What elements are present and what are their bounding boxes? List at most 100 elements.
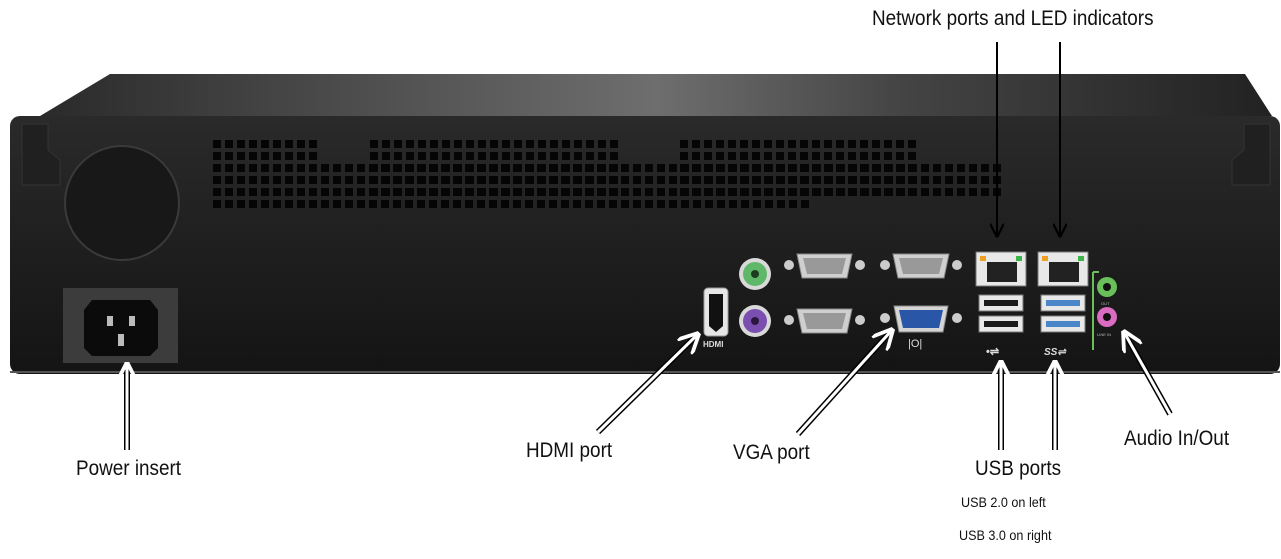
vga-arrow — [796, 330, 892, 436]
vent-slot — [777, 176, 785, 184]
vent-slot — [788, 140, 796, 148]
lan-port-2 — [1037, 251, 1089, 287]
vent-slot — [309, 152, 317, 160]
vent-slot — [752, 140, 760, 148]
vent-slot — [693, 188, 701, 196]
vent-slot — [969, 188, 977, 196]
vent-slot — [621, 188, 629, 196]
vent-slot — [525, 164, 533, 172]
led-green-icon — [1016, 256, 1022, 261]
label-usb: USB ports — [975, 457, 1062, 480]
vent-slot — [633, 176, 641, 184]
vent-slot — [824, 152, 832, 160]
usb3-ports: SS⇌ — [1040, 294, 1086, 358]
vent-slot — [417, 188, 425, 196]
vent-slot — [705, 164, 713, 172]
vent-slot — [465, 188, 473, 196]
vent-slot — [969, 164, 977, 172]
vent-slot — [800, 152, 808, 160]
serial-ports — [784, 253, 962, 334]
vent-slot — [465, 200, 473, 208]
vent-slot — [680, 152, 688, 160]
vent-slot — [598, 152, 606, 160]
callout-arrows — [127, 42, 1173, 450]
vent-slot — [897, 164, 905, 172]
vent-slot — [753, 188, 761, 196]
vent-slot — [872, 140, 880, 148]
vent-slot — [813, 188, 821, 196]
label-audio: Audio In/Out — [1124, 427, 1230, 450]
hdmi-port-opening — [709, 294, 723, 332]
vent-slot — [621, 200, 629, 208]
vent-slot — [633, 188, 641, 196]
audio-arrow — [1124, 332, 1172, 415]
vent-slot — [777, 200, 785, 208]
vent-slot — [728, 140, 736, 148]
vent-slot — [489, 176, 497, 184]
vent-slot — [981, 176, 989, 184]
vent-slot — [740, 140, 748, 148]
vent-slot — [526, 140, 534, 148]
vent-slot — [249, 176, 257, 184]
vent-slot — [429, 188, 437, 196]
vent-slot — [824, 140, 832, 148]
vent-slot — [645, 164, 653, 172]
vent-slot — [225, 188, 233, 196]
vent-slot — [609, 188, 617, 196]
vent-slot — [741, 164, 749, 172]
vent-slot — [382, 152, 390, 160]
right-mount-tab — [1231, 123, 1271, 186]
vent-slot — [729, 176, 737, 184]
power-inlet — [63, 288, 178, 363]
vent-slot — [729, 164, 737, 172]
vent-slot — [405, 164, 413, 172]
vent-slot — [610, 152, 618, 160]
vent-slot — [765, 200, 773, 208]
vent-slot — [490, 152, 498, 160]
vent-slot — [381, 200, 389, 208]
vent-slot — [789, 164, 797, 172]
vent-slot — [825, 164, 833, 172]
fan-grille — [64, 145, 180, 261]
vent-slot — [716, 140, 724, 148]
vga-port-connector — [899, 310, 943, 328]
vent-slot — [273, 164, 281, 172]
chassis-rear-face — [10, 116, 1280, 374]
vent-slot — [657, 200, 665, 208]
vent-slot — [225, 152, 233, 160]
vent-slot — [465, 164, 473, 172]
vent-slot — [836, 140, 844, 148]
vent-slot — [849, 188, 857, 196]
vent-slot — [333, 176, 341, 184]
vent-slot — [393, 188, 401, 196]
vent-slot — [237, 188, 245, 196]
vent-slot — [561, 200, 569, 208]
led-green-icon — [1078, 256, 1084, 261]
vent-slot — [453, 176, 461, 184]
vent-slot — [405, 176, 413, 184]
vent-slot — [417, 164, 425, 172]
label-network: Network ports and LED indicators — [872, 7, 1154, 30]
vent-slot — [813, 164, 821, 172]
vent-slot — [357, 164, 365, 172]
audio-out-mark: OUT — [1101, 301, 1110, 306]
vent-slot — [825, 188, 833, 196]
vent-slot — [285, 176, 293, 184]
vent-slot — [249, 152, 257, 160]
vent-slot — [454, 140, 462, 148]
vent-slot — [633, 164, 641, 172]
vent-slot — [753, 176, 761, 184]
vent-slot — [514, 140, 522, 148]
vent-slot — [609, 200, 617, 208]
vent-slot — [657, 164, 665, 172]
vent-slot — [213, 140, 221, 148]
hdmi-logo-text: HDMI — [703, 340, 723, 349]
vent-slot — [442, 152, 450, 160]
vent-slot — [561, 164, 569, 172]
usb-icon: •⇌ — [986, 346, 999, 358]
vent-slot — [538, 152, 546, 160]
vent-slot — [537, 200, 545, 208]
vent-slot — [849, 176, 857, 184]
vent-slot — [585, 200, 593, 208]
vent-slot — [213, 200, 221, 208]
